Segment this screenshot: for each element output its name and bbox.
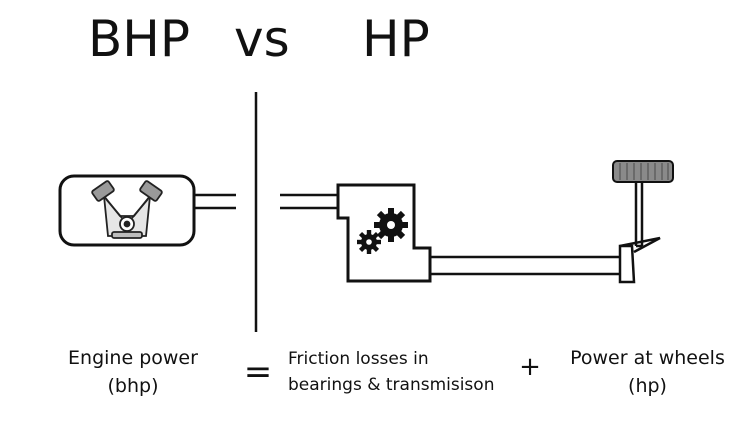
gearbox-housing	[336, 183, 432, 283]
title-vs: vs	[234, 10, 290, 68]
tire-icon	[612, 160, 674, 183]
engine-caption-line2: (bhp)	[107, 375, 159, 397]
friction-caption-line1: Friction losses in	[288, 349, 429, 369]
plus-sign: +	[519, 352, 541, 382]
wheel-power-caption: Power at wheels (hp)	[560, 344, 735, 400]
title-hp: HP	[362, 10, 430, 68]
equals-sign: =	[243, 352, 273, 392]
engine-caption-line1: Engine power	[68, 347, 198, 369]
gears-icon	[357, 208, 408, 254]
title-bhp: BHP	[88, 10, 191, 68]
v-engine-pistons-icon	[91, 180, 163, 239]
engine-box	[58, 174, 196, 247]
bevel-gear-icon	[618, 244, 636, 284]
wheels-caption-line1: Power at wheels	[570, 347, 725, 369]
friction-caption-line2: bearings & transmisison	[288, 375, 495, 395]
friction-losses-caption: Friction losses in bearings & transmisis…	[288, 346, 508, 398]
wheels-caption-line2: (hp)	[628, 375, 667, 397]
engine-power-caption: Engine power (bhp)	[58, 344, 208, 400]
